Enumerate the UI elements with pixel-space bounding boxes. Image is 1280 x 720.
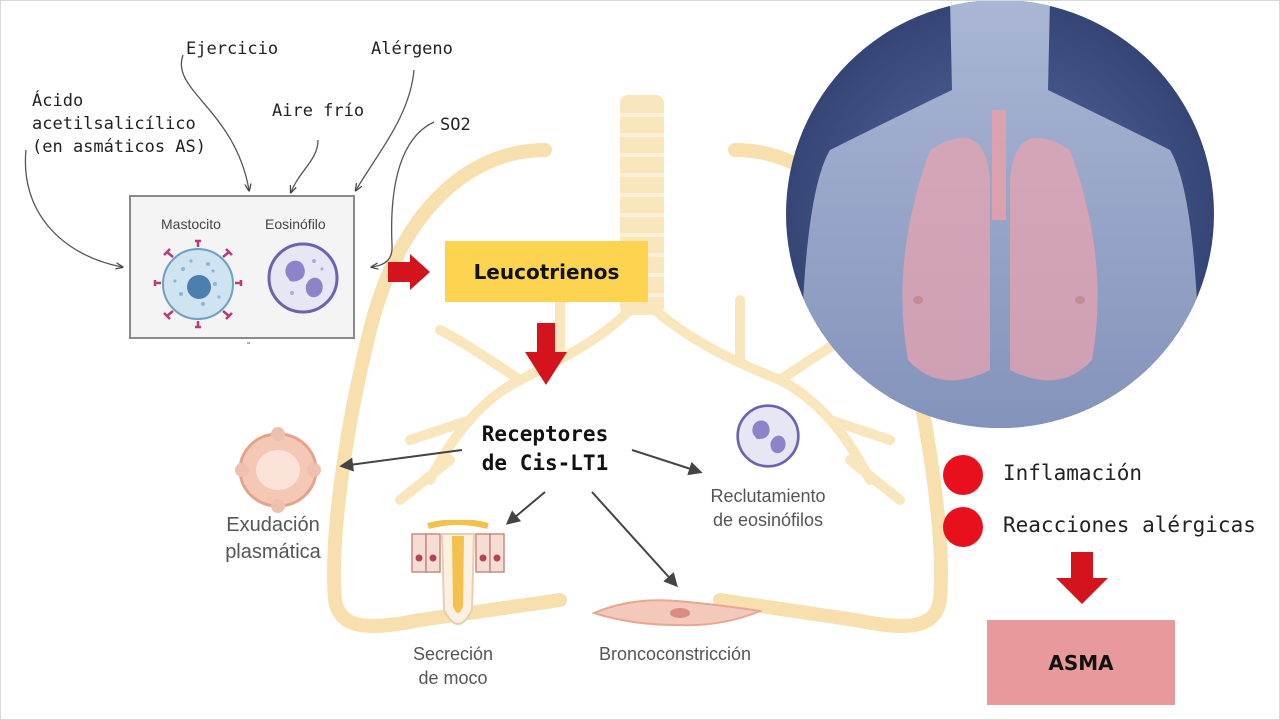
- broncoconstriccion-label: Broncoconstricción: [598, 644, 752, 664]
- trigger-alergeno-label: Alérgeno: [371, 39, 453, 59]
- trigger-aire-frio-label: Aire frío: [272, 101, 365, 121]
- reclutamiento-label: Reclutamiento de eosinófilos: [710, 486, 826, 530]
- leucotrienos-box: Leucotrienos: [445, 241, 648, 302]
- reacciones-label: Reacciones alérgicas: [1003, 513, 1256, 537]
- eosinofilo-label: Eosinófilo: [265, 216, 326, 232]
- asma-box: ASMA: [987, 620, 1175, 705]
- exudacion-label: Exudación plasmática: [225, 514, 321, 563]
- secrecion-label: Secreción de moco: [412, 644, 494, 688]
- inflamacion-bullet-icon: [943, 455, 983, 495]
- trigger-ejercicio-label: Ejercicio: [186, 39, 279, 59]
- reclutamiento-eosinofilo-icon: [736, 404, 800, 468]
- broncoconstriccion-muscle-icon: [592, 599, 762, 627]
- reacciones-bullet-icon: [943, 507, 983, 547]
- trigger-so2-label: SO2: [440, 115, 471, 135]
- eosinofilo-cell-icon: [267, 242, 339, 314]
- secrecion-gland-icon: [411, 520, 505, 625]
- exudacion-vessel-icon: [235, 427, 321, 513]
- mastocito-label: Mastocito: [161, 216, 221, 232]
- receptores-label: Receptores de Cis-LT1: [481, 422, 609, 475]
- mastocito-cell-icon: [153, 239, 243, 329]
- chest-lungs-photo: [786, 0, 1214, 428]
- inflamacion-label: Inflamación: [1003, 461, 1143, 485]
- cells-panel: Mastocito Eosinófilo: [129, 195, 355, 339]
